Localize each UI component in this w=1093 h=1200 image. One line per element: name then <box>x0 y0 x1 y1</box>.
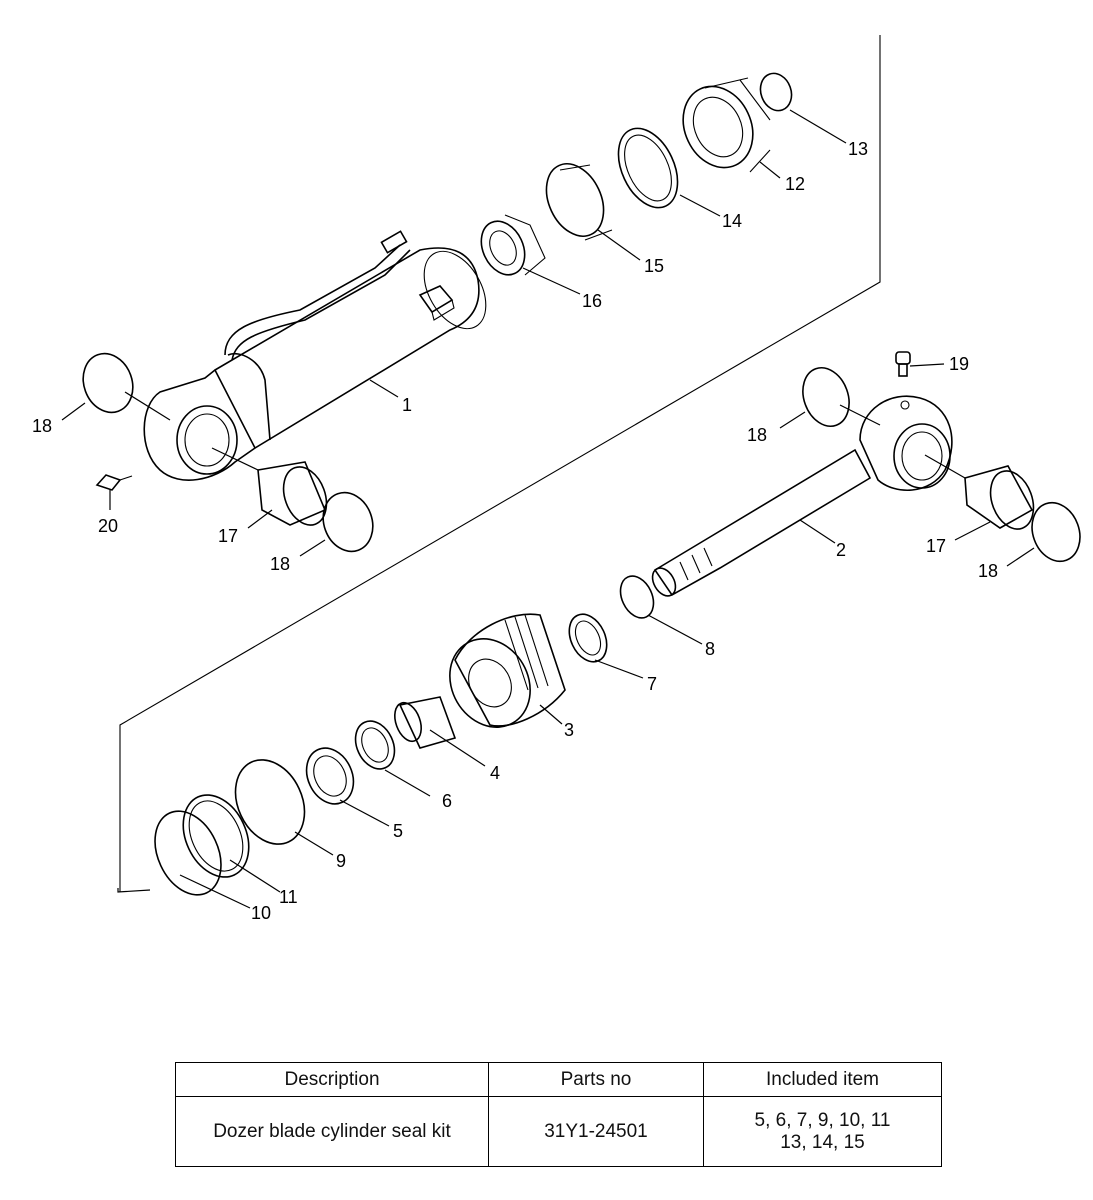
callout-5: 5 <box>393 821 403 841</box>
seal-6-inner <box>361 727 389 763</box>
callout-11: 11 <box>279 887 298 907</box>
callout-20: 20 <box>98 516 118 536</box>
cell-parts-no: 31Y1-24501 <box>488 1096 704 1167</box>
backup-ring-11-inner <box>188 800 244 872</box>
callout-19: 19 <box>949 354 969 374</box>
seal-5 <box>305 747 355 805</box>
callout-14: 14 <box>722 211 742 231</box>
header-parts-no: Parts no <box>488 1062 704 1097</box>
dust-seal-18-a <box>82 352 134 414</box>
callout-1: 1 <box>402 395 412 415</box>
callout-13: 13 <box>848 139 868 159</box>
callout-18-d: 18 <box>978 561 998 581</box>
bushing-15 <box>545 163 613 241</box>
seal-6 <box>354 720 396 770</box>
o-ring-9 <box>234 759 306 845</box>
o-ring-10 <box>154 810 222 896</box>
seal-14 <box>617 127 679 209</box>
leader-lines <box>61 109 1035 909</box>
seal-5-inner <box>313 755 347 797</box>
piston <box>449 613 566 728</box>
pin-bushing-17-right <box>964 465 1035 530</box>
callout-4: 4 <box>490 763 500 783</box>
callout-18-c: 18 <box>747 425 767 445</box>
table-header-row: Description Parts no Included item <box>175 1062 942 1097</box>
callout-18-a: 18 <box>32 416 52 436</box>
seal-14-inner <box>624 134 672 202</box>
callout-2: 2 <box>836 540 846 560</box>
callout-16: 16 <box>582 291 602 311</box>
dust-seal-18-c <box>802 367 850 427</box>
bushing-4 <box>394 696 457 749</box>
callout-12: 12 <box>785 174 805 194</box>
table-row: Dozer blade cylinder seal kit 31Y1-24501… <box>175 1096 942 1167</box>
gland-12 <box>682 77 771 173</box>
cell-included-item: 5, 6, 7, 9, 10, 11 13, 14, 15 <box>703 1096 942 1167</box>
cell-description: Dozer blade cylinder seal kit <box>175 1096 489 1167</box>
cylinder-tube <box>143 230 487 481</box>
dust-wiper-16 <box>480 214 546 276</box>
o-ring-13 <box>759 72 793 112</box>
piston-rod <box>651 395 953 597</box>
seal-7-inner <box>574 620 602 656</box>
callout-9: 9 <box>336 851 346 871</box>
header-description: Description <box>175 1062 489 1097</box>
header-included-item: Included item <box>703 1062 942 1097</box>
callout-3: 3 <box>564 720 574 740</box>
seal-kit-table: Description Parts no Included item Dozer… <box>175 1062 942 1167</box>
callout-8: 8 <box>705 639 715 659</box>
snap-ring-8 <box>619 575 655 619</box>
pin-bushing-17-left <box>257 461 328 526</box>
included-items-line-2: 13, 14, 15 <box>780 1131 865 1153</box>
seal-7 <box>568 613 608 663</box>
callout-6: 6 <box>442 791 452 811</box>
assembly-boundary <box>119 35 881 892</box>
callout-7: 7 <box>647 674 657 694</box>
included-items-line-1: 5, 6, 7, 9, 10, 11 <box>754 1109 891 1131</box>
callout-10: 10 <box>251 903 271 923</box>
callout-15: 15 <box>644 256 664 276</box>
callout-18-b: 18 <box>270 554 290 574</box>
callout-17-right: 17 <box>926 536 946 556</box>
callout-17-left: 17 <box>218 526 238 546</box>
dust-seal-18-b <box>322 491 374 553</box>
grease-fitting-20 <box>95 474 133 491</box>
dust-seal-18-d <box>1031 501 1081 563</box>
grease-fitting-19 <box>895 351 911 377</box>
backup-ring-11 <box>182 794 250 878</box>
